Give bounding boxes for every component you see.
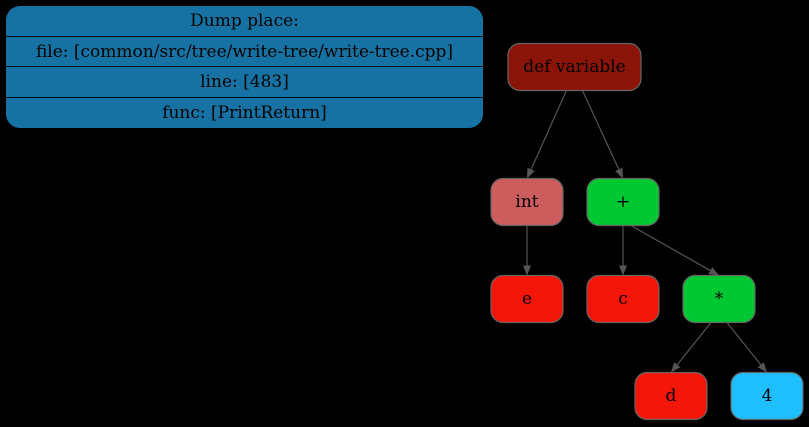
- tree-edges: [523, 90, 767, 373]
- tree-nodes: def variable int + e c * d 4: [490, 42, 804, 421]
- divider: [6, 36, 483, 37]
- node-box: [682, 274, 756, 324]
- edge-def-to-plus: [581, 90, 620, 170]
- tree-node-four: 4: [730, 371, 804, 421]
- node-box: [586, 274, 660, 324]
- node-label: def variable: [523, 57, 625, 77]
- edge-plus-to-mul: [630, 224, 711, 272]
- node-box: [730, 371, 804, 421]
- node-label: e: [522, 289, 532, 309]
- node-box: [490, 177, 564, 227]
- divider: [6, 66, 483, 67]
- node-box: [634, 371, 708, 421]
- tree-node-e: e: [490, 274, 564, 324]
- tree-node-def: def variable: [507, 42, 642, 92]
- arrowhead-mul: [708, 267, 719, 276]
- node-label: *: [715, 289, 724, 309]
- tree-node-int: int: [490, 177, 564, 227]
- node-box: [507, 42, 642, 92]
- arrowhead-c: [619, 265, 627, 276]
- arrowhead-four: [757, 362, 767, 373]
- tree-node-d: d: [634, 371, 708, 421]
- arrowhead-plus: [615, 167, 623, 179]
- node-label: 4: [762, 386, 773, 406]
- edge-def-to-int: [530, 90, 568, 170]
- arrowhead-e: [523, 265, 531, 276]
- node-label: int: [515, 192, 538, 212]
- node-label: d: [666, 386, 677, 406]
- edge-mul-to-d: [676, 322, 712, 366]
- dump-line-number: line: [483]: [200, 72, 289, 92]
- tree-node-mul: *: [682, 274, 756, 324]
- dump-file-path: file: [common/src/tree/write-tree/write-…: [35, 42, 454, 62]
- tree-node-c: c: [586, 274, 660, 324]
- dump-place-panel: Dump place: file: [common/src/tree/write…: [6, 6, 483, 128]
- dump-place-title: Dump place:: [190, 11, 299, 31]
- node-box: [490, 274, 564, 324]
- edge-mul-to-four: [726, 322, 762, 366]
- node-label: +: [616, 192, 630, 212]
- divider: [6, 97, 483, 98]
- node-label: c: [618, 289, 628, 309]
- tree-node-plus: +: [586, 177, 660, 227]
- arrowhead-int: [527, 167, 535, 179]
- dump-function-name: func: [PrintReturn]: [162, 103, 327, 123]
- node-box: [586, 177, 660, 227]
- arrowhead-d: [671, 362, 681, 373]
